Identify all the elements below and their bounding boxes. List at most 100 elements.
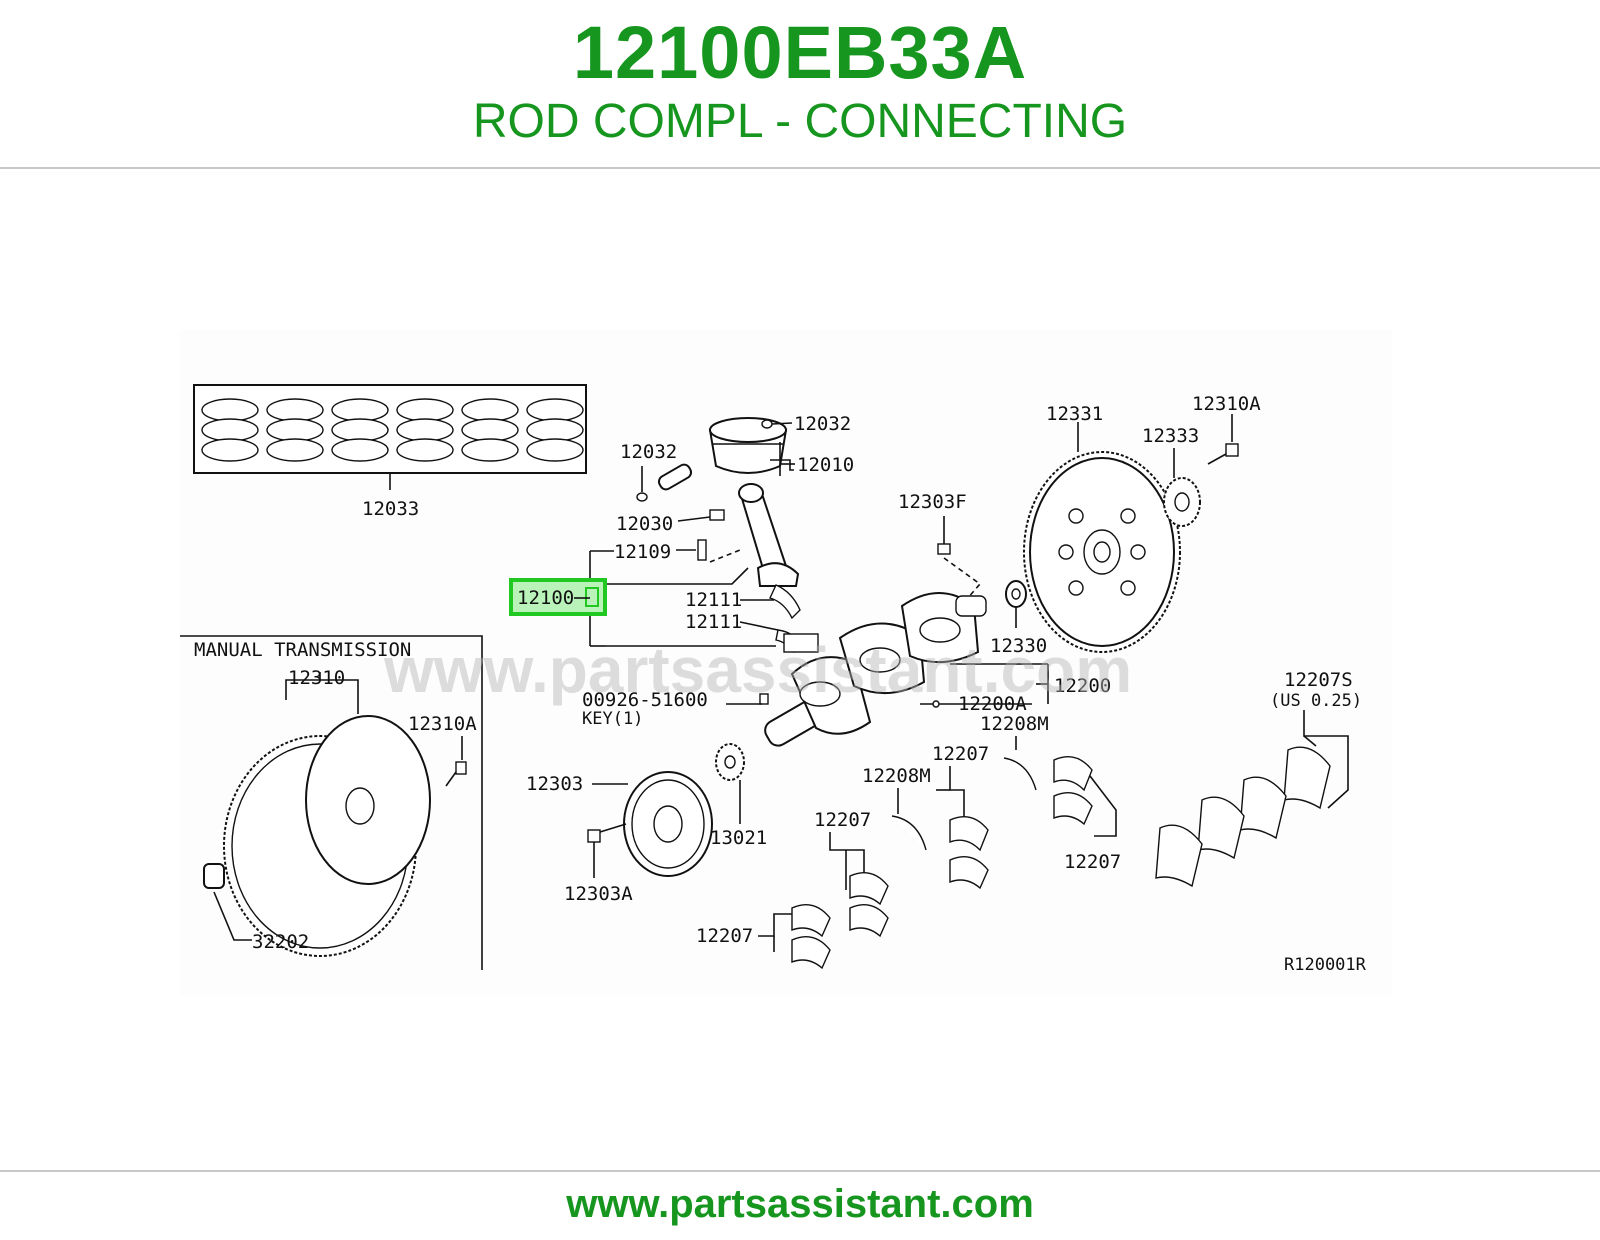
mt-bolt-head [455,761,467,775]
piston-assembly[interactable]: 12032 12010 12032 12030 [616,413,854,535]
ring-set-box [193,384,587,474]
ring-stack-6 [526,398,584,462]
footer-website[interactable]: www.partsassistant.com [566,1182,1034,1226]
label-12207-b: 12207 [1064,851,1121,873]
part-number-title: 12100EB33A [572,11,1028,94]
label-12111-upper: 12111 [685,589,742,611]
label-12207-d: 12207 [696,925,753,947]
thrust-shell-4 [1155,824,1203,888]
piston-crown [709,417,787,443]
highlight-box [509,578,607,616]
label-12330: 12330 [990,635,1047,657]
thrust-shell-1 [1283,746,1331,810]
label-12111-lower: 12111 [685,611,742,633]
piston-pin-small [709,509,725,521]
main-bearing-12207-c[interactable]: 12207 [814,809,889,938]
flywheel-plate-12333[interactable]: 12333 [1142,425,1201,527]
thrust-bearings-12207s[interactable]: 12207S (US 0.25) [1155,669,1362,888]
main-shell-b2 [1053,792,1093,826]
key-body [759,693,769,705]
pulley-12303[interactable]: 12303 [526,771,713,877]
flywheel-bolt-12310a[interactable]: 12310A [1192,393,1261,465]
label-12207s: 12207S [1284,669,1353,691]
manual-transmission-inset: MANUAL TRANSMISSION 12310 12310A 32202 [180,635,483,970]
bushing-body [203,863,225,889]
crankshaft[interactable]: 12200 12200A [762,592,1112,749]
main-shell-a1 [949,816,989,852]
label-12310a-top: 12310A [1192,393,1261,415]
footer-divider [0,1170,1600,1172]
label-12303a: 12303A [564,883,633,905]
mt-flywheel-bolt-12310a[interactable]: 12310A [408,713,477,787]
inset-border [180,635,483,970]
label-00926-51600: 00926-51600 [582,689,708,711]
sprocket-13021[interactable]: 13021 [710,743,767,849]
label-12331: 12331 [1046,403,1103,425]
label-12033: 12033 [362,498,419,520]
label-12310a-mt: 12310A [408,713,477,735]
thrust-washer-12208m-a[interactable]: 12208M [980,713,1049,791]
highlighted-part-12100[interactable]: 12100 [509,578,607,616]
ring-stack-5 [461,398,519,462]
label-32202: 32202 [252,931,309,953]
rod-small-end [738,483,764,503]
thrust-shell-3 [1197,796,1245,860]
bolt-head [1225,443,1239,457]
piston-pin [657,463,693,491]
rod-bearing-upper [769,584,801,620]
thrust-shell-2 [1239,776,1287,840]
label-12100: 12100 [517,587,574,609]
piston-ring-set[interactable]: 12033 [193,384,587,520]
label-us-025: (US 0.25) [1270,691,1362,711]
flywheel-12331[interactable]: 12331 [1023,403,1181,653]
pilot-bushing-32202[interactable]: 32202 [203,863,309,953]
main-shell-c2 [849,904,889,938]
thrust-washer-12208m-b[interactable]: 12208M [862,765,931,851]
label-12109: 12109 [614,541,671,563]
label-12303f: 12303F [898,491,967,513]
mt-flywheel-12310[interactable]: 12310 [223,667,431,957]
label-key: KEY(1) [582,709,643,729]
label-12032-right: 12032 [794,413,851,435]
main-bearing-12207-d[interactable]: 12207 [696,904,831,970]
rod-big-end [756,562,800,587]
label-12303: 12303 [526,773,583,795]
part-description: ROD COMPL - CONNECTING [472,95,1128,148]
label-12208m-b: 12208M [862,765,931,787]
label-12207-a: 12207 [932,743,989,765]
parts-exploded-diagram: 12033 12032 12010 12032 12030 12109 [180,330,1392,995]
main-bearing-12207-a[interactable]: 12207 [932,743,989,890]
crank-flange [955,595,987,617]
label-12010: 12010 [797,454,854,476]
ring-stack-4 [396,398,454,462]
main-shell-d1 [791,904,831,938]
key-00926[interactable]: 00926-51600 KEY(1) [582,689,769,729]
label-12333: 12333 [1142,425,1199,447]
main-shell-d2 [791,936,831,970]
crank-seal-12330[interactable]: 12330 [990,580,1047,657]
main-shell-c1 [849,872,889,906]
rod-bolt [697,539,707,561]
pulley-bolt-head [587,829,601,843]
label-12207-c: 12207 [814,809,871,831]
header-divider [0,167,1600,169]
pilot-pin-body [937,543,951,555]
pilot-pin-12303f[interactable]: 12303F [898,491,982,601]
rod-cap [783,633,819,653]
reference-code: R120001R [1284,955,1367,975]
washer-a [1003,757,1037,791]
ring-stack-1 [201,398,259,462]
pulley-bolt-12303a[interactable]: 12303A [564,823,633,905]
label-12200: 12200 [1054,675,1111,697]
label-12030: 12030 [616,513,673,535]
connecting-rod[interactable]: 12109 12111 12111 [589,483,819,653]
piston-clip-right [761,419,773,429]
label-12032-left: 12032 [620,441,677,463]
label-12200a: 12200A [958,693,1027,715]
page-header: 12100EB33A ROD COMPL - CONNECTING [0,0,1600,168]
label-13021: 13021 [710,827,767,849]
watermark: www.partsassistant.com [383,634,1132,706]
main-bearing-12207-b[interactable]: 12207 [1053,756,1121,873]
inset-title: MANUAL TRANSMISSION [194,639,411,661]
main-shell-b1 [1053,756,1093,792]
